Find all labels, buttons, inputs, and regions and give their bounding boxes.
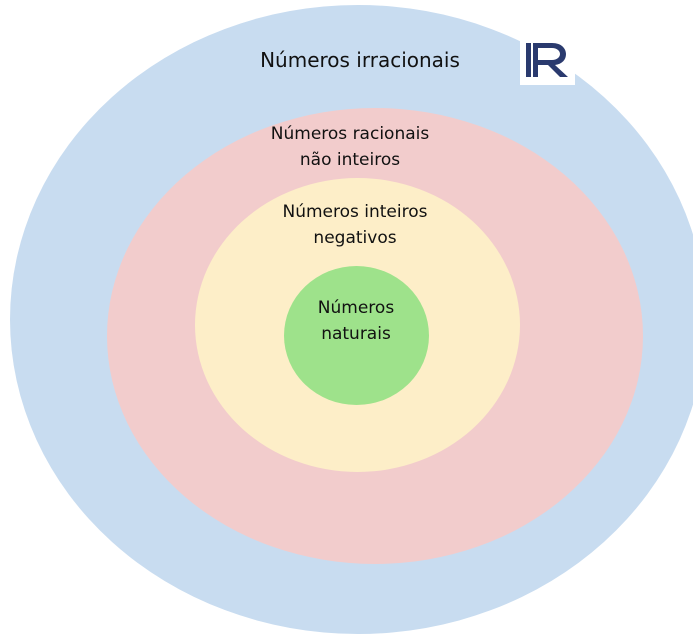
natural-numbers-region (284, 266, 429, 405)
natural-numbers-label-line-2: naturais (321, 324, 391, 344)
double-struck-r-icon (526, 43, 568, 77)
natural-numbers-label-line-1: Números (317, 298, 395, 318)
irrational-numbers-label-line-1: Números irracionais (260, 48, 460, 72)
natural-numbers-label: Números naturais (296, 295, 416, 347)
rational-non-integer-label-line-2: não inteiros (299, 150, 401, 170)
irrational-numbers-label: Números irracionais (225, 45, 495, 75)
negative-integers-label-line-2: negativos (313, 228, 397, 248)
negative-integers-label-line-1: Números inteiros (282, 202, 428, 222)
real-numbers-symbol (520, 35, 575, 85)
rational-non-integer-label: Números racionais não inteiros (215, 121, 485, 173)
negative-integers-label: Números inteiros negativos (220, 199, 490, 251)
rational-non-integer-label-line-1: Números racionais (270, 124, 430, 144)
